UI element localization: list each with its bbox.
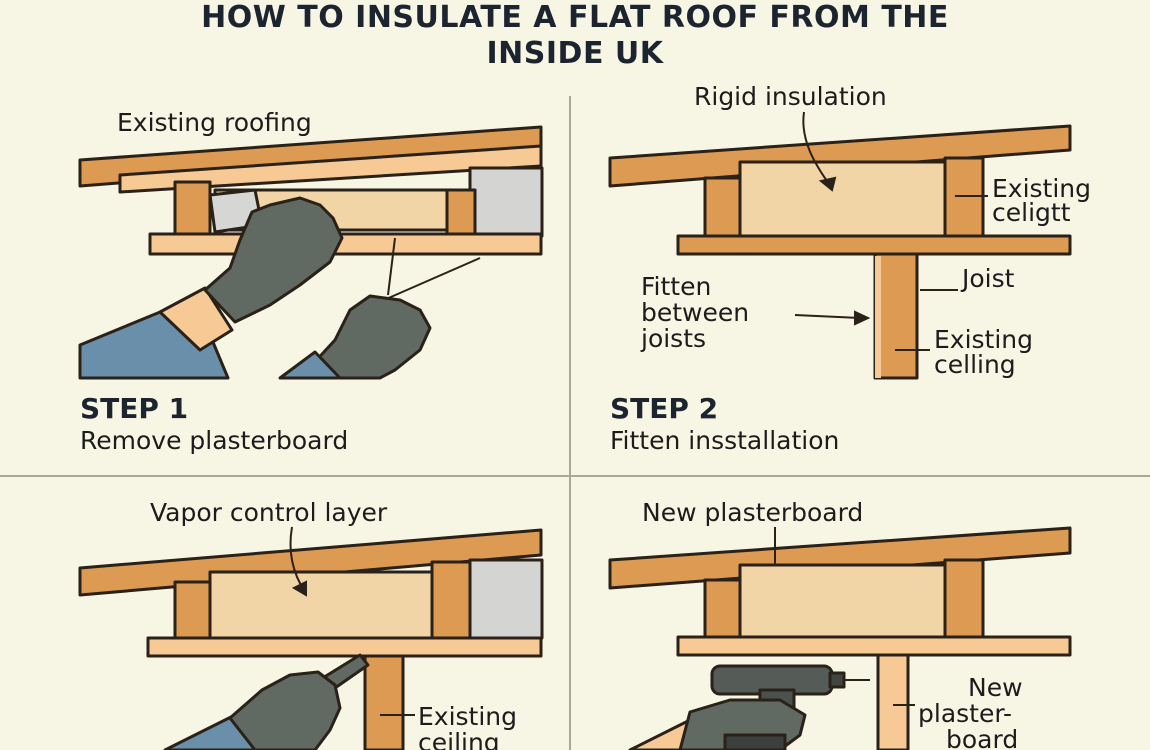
sleeve-right (278, 350, 342, 380)
step-2-title: STEP 2 (610, 392, 719, 425)
label-existing: Existing (992, 174, 1092, 203)
panel-3-roof-structure (78, 528, 544, 750)
joist-right (445, 188, 477, 238)
label-joist: Joist (962, 264, 1015, 293)
plasterboard-edge (383, 257, 481, 301)
joist-right (430, 560, 472, 640)
page-title: HOW TO INSULATE A FLAT ROOF FROM THE INS… (0, 0, 1150, 72)
vapor-control-layer (146, 636, 543, 658)
roof-deck-beam (608, 124, 1072, 188)
panel-4-drill (628, 664, 870, 750)
label-plaster: plaster- (918, 699, 1013, 728)
panel-3-hand (163, 653, 370, 750)
label-existing-3: Existing (418, 702, 518, 731)
joist-left (703, 176, 742, 238)
step-1-caption: Remove plasterboard (80, 426, 349, 455)
title-line-1: HOW TO INSULATE A FLAT ROOF FROM THE (201, 0, 949, 35)
label-vapor-control-layer: Vapor control layer (150, 498, 388, 527)
label-board: board (946, 725, 1019, 750)
plasterboard-strip (148, 232, 543, 256)
rigid-insulation-board (738, 160, 947, 238)
panel-4-roof-structure (608, 526, 1072, 750)
leader-fitten (794, 314, 861, 319)
label-ceiling-3: ceiling (418, 728, 500, 750)
label-new: New (968, 673, 1023, 702)
glove (228, 670, 342, 750)
roof-deck-beam (608, 526, 1072, 590)
label-existing-ceiling-2: celling (934, 350, 1016, 379)
panel-2-roof-structure (608, 124, 1072, 380)
pull-string (387, 237, 396, 296)
panel-4-leaders (774, 527, 915, 706)
joist-right (943, 558, 985, 639)
glove-left (203, 196, 344, 324)
grey-insulation (468, 166, 544, 238)
joist-left (703, 578, 742, 639)
vertical-joist (363, 654, 405, 750)
step-2-caption: Fitten insstallation (610, 426, 840, 455)
label-new-plasterboard: New plasterboard (642, 498, 864, 527)
new-plasterboard (676, 635, 1072, 657)
vertical-joist (873, 252, 919, 380)
label-existing-ceiling-1: Existing (934, 325, 1034, 354)
joist-left (173, 580, 212, 640)
insulation-panel (208, 570, 434, 640)
plasterboard-vertical (876, 653, 910, 750)
panel-2-leaders (794, 111, 988, 351)
label-celigtt: celigtt (992, 198, 1071, 227)
roof-deck-underside (118, 144, 543, 194)
label-joists: joists (641, 324, 707, 353)
insulation-board (738, 563, 947, 639)
label-between: between (641, 298, 750, 327)
ceiling-board (676, 234, 1072, 256)
roof-deck-beam (78, 528, 543, 597)
glove-right (298, 294, 432, 380)
label-fitten: Fitten (641, 272, 712, 301)
drill-battery (723, 733, 787, 750)
grey-insulation (468, 558, 544, 640)
joist-left (173, 180, 212, 238)
wrist-left (158, 286, 234, 352)
label-existing-roofing: Existing roofing (117, 108, 312, 137)
title-line-2: INSIDE UK (486, 36, 664, 71)
label-rigid-insulation: Rigid insulation (694, 82, 887, 111)
panel-3-leaders (289, 526, 415, 716)
step-1-title: STEP 1 (80, 392, 189, 425)
hands (78, 196, 432, 380)
